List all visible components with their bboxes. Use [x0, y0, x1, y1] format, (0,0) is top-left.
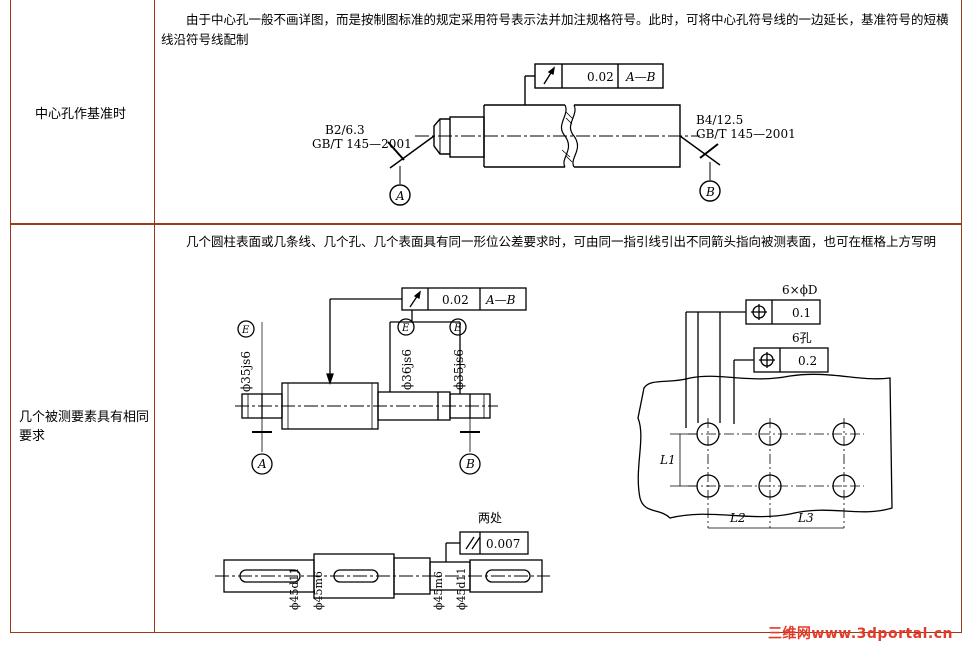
right-spec-line2: GB/T 145—2001 [696, 127, 796, 141]
dim-l3: L3 [797, 511, 814, 525]
row1-label: 中心孔作基准时 [35, 107, 127, 122]
envelope-e-1: E [241, 325, 250, 336]
datum-a-letter: A [395, 189, 405, 203]
stepped-shaft-figure: 0.02 A—B ϕ35js6 ϕ36js6 ϕ35js6 E E E A B [235, 287, 527, 475]
holes-frame2-value: 0.2 [798, 354, 817, 368]
keyshaft-dim-4: ϕ45d11 [455, 567, 468, 610]
keyshaft-frame-value: 0.007 [486, 537, 520, 551]
datum-b-letter: B [705, 185, 715, 199]
frame-value: 0.02 [587, 70, 614, 84]
keyshaft-dim-3: ϕ45m6 [432, 571, 445, 610]
column-divider [154, 0, 155, 632]
center-hole-datum-figure: 0.02 A—B B2/6.3 GB/T 145—2001 B4/12.5 GB… [312, 63, 796, 206]
spec-table: 中心孔作基准时 由于中心孔一般不画详图，而是按制图标准的规定采用符号表示法并加注… [10, 0, 962, 633]
holes-middle-note: 6孔 [792, 331, 812, 345]
holes-top-note: 6×ϕD [782, 283, 818, 297]
row-divider [11, 223, 961, 225]
shaft-dim-left: ϕ35js6 [239, 351, 253, 392]
left-spec-line2: GB/T 145—2001 [312, 137, 412, 151]
watermark: 三维网www.3dportal.cn [767, 626, 953, 642]
envelope-e-2: E [401, 323, 410, 334]
shaft-dim-right: ϕ35js6 [452, 349, 466, 390]
shaft-frame-value: 0.02 [442, 293, 469, 307]
row2-description: 几个圆柱表面或几条线、几个孔、几个表面具有同一形位公差要求时，可由同一指引线引出… [186, 234, 937, 249]
right-spec-line1: B4/12.5 [696, 113, 743, 127]
holes-frame1-value: 0.1 [792, 306, 811, 320]
shaft-frame-datum: A—B [485, 293, 516, 307]
shaft-datum-a: A [257, 457, 267, 471]
shaft-datum-b: B [465, 457, 475, 471]
keyed-shaft-figure: 两处 0.007 ϕ45d11 ϕ45m6 ϕ45m6 ϕ45d11 [215, 511, 550, 610]
row1-description: 由于中心孔一般不画详图，而是按制图标准的规定采用符号表示法并加注规格符号。此时，… [161, 12, 949, 47]
row2-label: 几个被测要素具有相同要求 [19, 410, 150, 444]
envelope-e-3: E [453, 323, 462, 334]
dim-l1: L1 [659, 453, 676, 467]
hole-pattern-figure: 6×ϕD 0.1 6孔 0.2 L1 L2 L3 [637, 283, 893, 529]
shaft-dim-middle: ϕ36js6 [400, 349, 414, 390]
keyshaft-note: 两处 [478, 511, 502, 525]
keyshaft-dim-2: ϕ45m6 [312, 571, 325, 610]
left-spec-line1: B2/6.3 [325, 123, 365, 137]
frame-datum: A—B [625, 70, 656, 84]
dim-l2: L2 [729, 511, 746, 525]
keyshaft-dim-1: ϕ45d11 [288, 567, 301, 610]
